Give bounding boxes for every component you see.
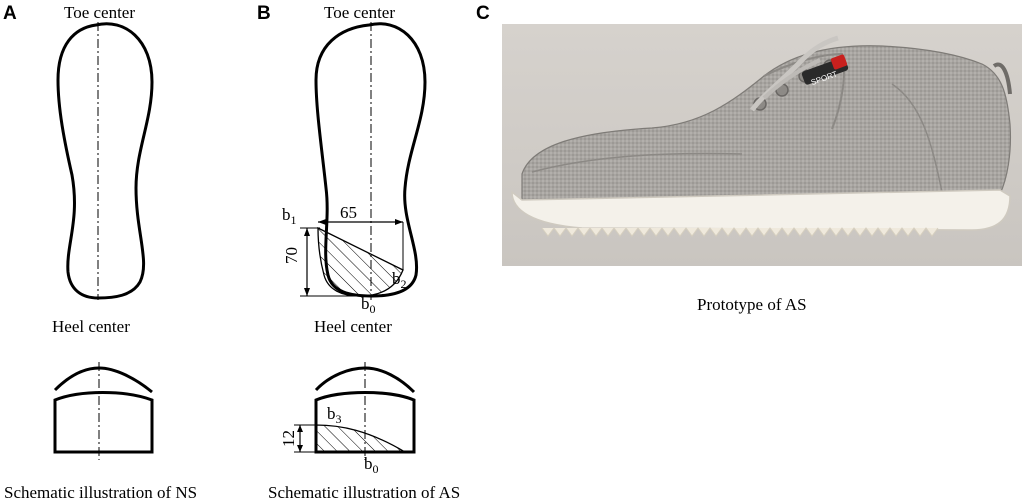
dim-label-70: 70: [282, 247, 301, 264]
toe-label-b: Toe center: [324, 3, 396, 22]
panel-letter-a: A: [3, 3, 17, 24]
section-dome-ns: [53, 366, 153, 394]
point-label-b2: b2: [392, 269, 407, 291]
heel-label-b: Heel center: [314, 317, 392, 336]
arrow-12-top: [297, 425, 303, 432]
panel-letter-b: B: [257, 3, 271, 24]
caption-a: Schematic illustration of NS: [4, 483, 198, 502]
insole-outline-as: [314, 22, 427, 298]
dim-label-12: 12: [279, 430, 298, 447]
shoe-illustration: SPORT: [511, 35, 1012, 237]
caption-b: Schematic illustration of AS: [268, 483, 461, 502]
hatched-wedge-as: [317, 226, 404, 297]
shoe-photo: SPORT: [502, 24, 1022, 266]
point-label-b1: b1: [282, 205, 297, 227]
insole-outline-ns: [56, 22, 154, 300]
caption-c: Prototype of AS: [697, 295, 807, 314]
point-label-b3: b3: [327, 404, 342, 426]
arrow-70-bottom: [304, 288, 310, 296]
toe-label-a: Toe center: [64, 3, 136, 22]
arrow-12-bottom: [297, 445, 303, 452]
section-hatched-wedge-as: [315, 424, 408, 453]
heel-label-a: Heel center: [52, 317, 130, 336]
arrow-70-top: [304, 228, 310, 236]
point-label-b0: b0: [361, 294, 376, 316]
point-label-b0-section: b0: [364, 454, 379, 476]
section-body-as: [314, 391, 416, 454]
dim-label-65: 65: [340, 203, 357, 222]
arrow-65-left: [318, 219, 326, 225]
arrow-65-right: [395, 219, 403, 225]
panel-letter-c: C: [476, 3, 490, 24]
section-body-ns: [53, 391, 154, 454]
